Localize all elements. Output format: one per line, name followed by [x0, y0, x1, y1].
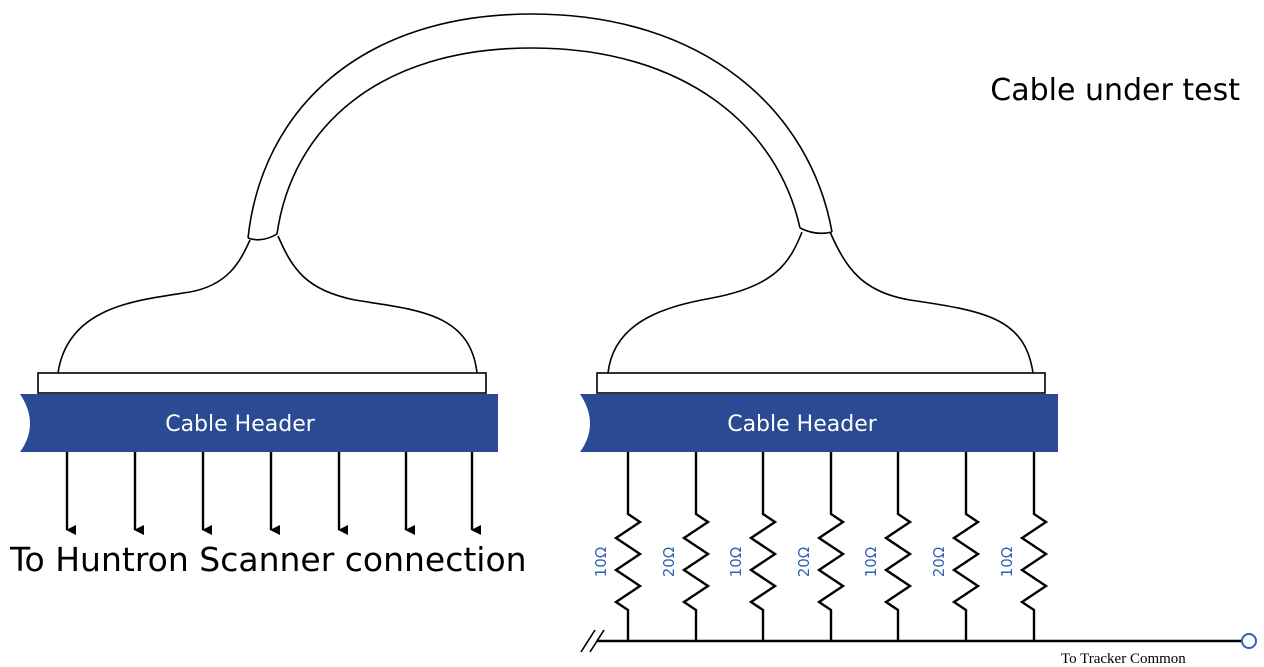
break-mark-2: [589, 629, 605, 653]
cable-right-end: [799, 227, 833, 235]
common-bus: [580, 629, 1257, 653]
left-cable-header-banner: [20, 394, 498, 452]
left-cable-header-label: Cable Header: [165, 412, 316, 437]
left-hood-left-edge: [57, 239, 251, 374]
break-mark-1: [580, 629, 596, 653]
resistor-value-label: 10Ω: [862, 547, 880, 578]
left-connector-hood: [57, 235, 478, 374]
resistor-6: 20Ω: [930, 452, 981, 641]
left-output-arrows: [65, 452, 481, 535]
resistor-3: 10Ω: [727, 452, 778, 641]
tracker-common-label: To Tracker Common: [1061, 651, 1186, 667]
tracker-common-terminal: [1241, 633, 1257, 649]
cable-left-end: [247, 233, 278, 241]
left-output-label: To Huntron Scanner connection: [9, 540, 527, 579]
right-cable-header-banner: [580, 394, 1058, 452]
resistor-value-label: 10Ω: [998, 547, 1016, 578]
cable-inner-edge: [276, 47, 801, 235]
resistor-symbol: [1019, 452, 1049, 641]
resistor-value-label: 10Ω: [592, 547, 610, 578]
resistor-7: 10Ω: [998, 452, 1049, 641]
resistor-symbol: [748, 452, 778, 641]
resistor-symbol: [951, 452, 981, 641]
resistor-symbol: [816, 452, 846, 641]
right-cable-header-label: Cable Header: [727, 412, 878, 437]
resistor-symbol: [883, 452, 913, 641]
resistor-value-label: 20Ω: [660, 547, 678, 578]
right-connector-body: [596, 372, 1046, 394]
resistor-1: 10Ω: [592, 452, 643, 641]
resistor-value-label: 20Ω: [930, 547, 948, 578]
right-hood-right-edge: [829, 231, 1034, 374]
resistor-4: 20Ω: [795, 452, 846, 641]
resistor-network: 10Ω 20Ω 10Ω 20Ω 10Ω 20Ω 10Ω: [592, 452, 1049, 641]
left-hood-right-edge: [277, 235, 478, 374]
left-connector-body: [37, 372, 487, 394]
diagram-title: Cable under test: [990, 73, 1240, 108]
right-connector-hood: [607, 231, 1034, 374]
cable-outer-edge: [247, 13, 833, 239]
resistor-value-label: 20Ω: [795, 547, 813, 578]
resistor-5: 10Ω: [862, 452, 913, 641]
cable-arch: [247, 13, 833, 241]
resistor-value-label: 10Ω: [727, 547, 745, 578]
right-hood-left-edge: [607, 231, 803, 374]
resistor-symbol: [613, 452, 643, 641]
resistor-2: 20Ω: [660, 452, 711, 641]
resistor-symbol: [681, 452, 711, 641]
